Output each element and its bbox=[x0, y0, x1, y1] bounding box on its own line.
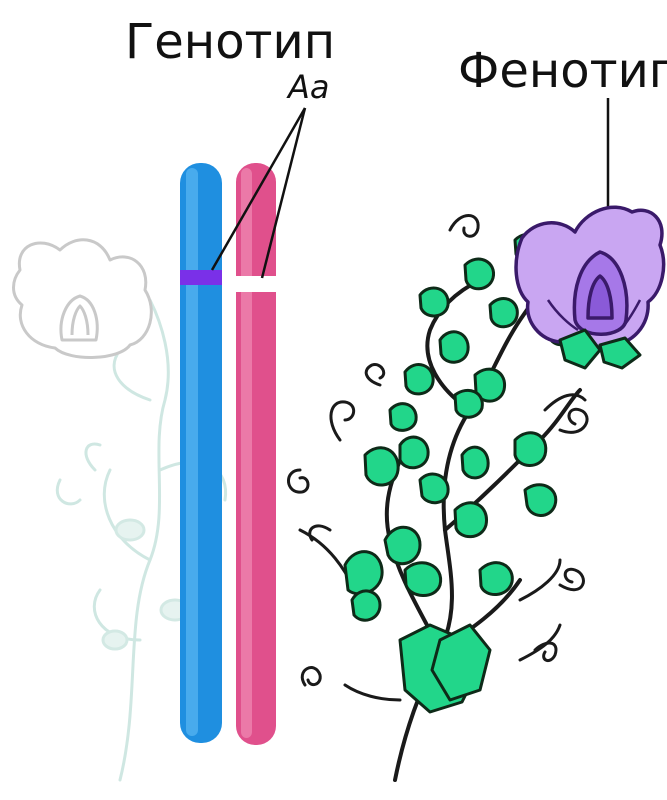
leaf-icon bbox=[405, 563, 441, 596]
leaf-icon bbox=[515, 433, 546, 466]
leaf-icon bbox=[440, 332, 468, 362]
leaf-icon bbox=[390, 404, 416, 431]
leaf-icon bbox=[365, 448, 398, 485]
leaf-icon bbox=[400, 437, 428, 468]
leaf-icon bbox=[455, 390, 482, 417]
leaf-icon bbox=[480, 563, 512, 595]
allele-band-recessive bbox=[236, 276, 276, 292]
leaf-icon bbox=[345, 552, 382, 594]
faded-flower-icon bbox=[14, 240, 152, 358]
leaf-icon bbox=[405, 365, 433, 394]
leaf-icon bbox=[465, 259, 494, 289]
leaf-icon bbox=[420, 288, 448, 316]
genotype-label: Генотип bbox=[125, 14, 335, 70]
faded-plant bbox=[57, 300, 267, 780]
phenotype-label: Фенотип bbox=[458, 43, 667, 99]
leaf-icon bbox=[490, 299, 517, 327]
leaf-icon bbox=[385, 527, 420, 563]
leaf-icon bbox=[462, 447, 488, 478]
leaf-icon bbox=[455, 503, 487, 537]
allele-band-dominant bbox=[180, 270, 222, 285]
leaf-icon bbox=[352, 591, 380, 620]
leaf-icon bbox=[420, 474, 448, 503]
leaf-icon bbox=[525, 485, 556, 516]
chromosome-icon bbox=[180, 163, 222, 743]
pea-flower-icon bbox=[516, 207, 664, 352]
genotype-alleles-label: Aa bbox=[286, 68, 330, 106]
